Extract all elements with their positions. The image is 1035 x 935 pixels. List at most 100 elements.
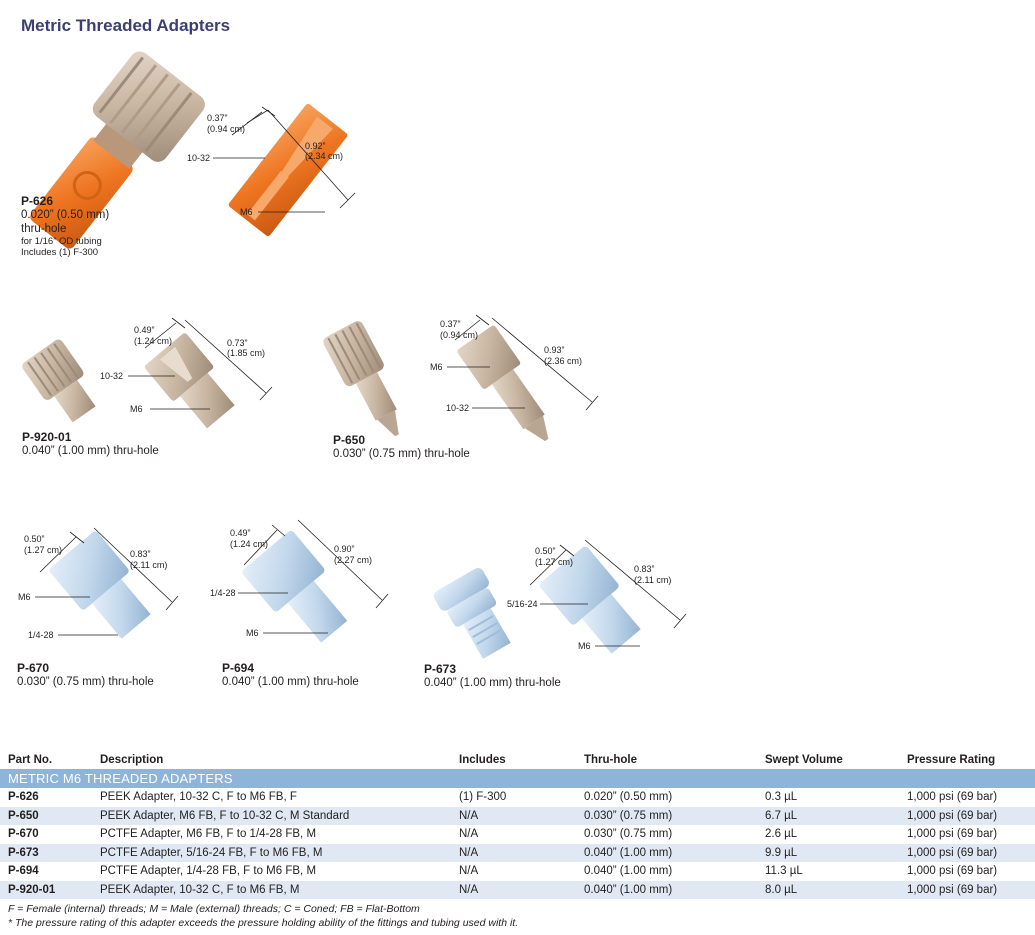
p92001-thread1: 10-32 bbox=[100, 371, 123, 381]
p626-dim1: 0.37” bbox=[207, 113, 228, 123]
p626-dim2: 0.92” bbox=[305, 141, 326, 151]
header-part-no: Part No. bbox=[8, 754, 53, 766]
p673-part-number: P-673 bbox=[424, 662, 457, 676]
p673-line: 0.040” (1.00 mm) thru-hole bbox=[424, 677, 561, 689]
cell-swept-volume: 11.3 µL bbox=[765, 865, 803, 877]
p626-photo bbox=[30, 51, 205, 249]
p626-thread1: 10-32 bbox=[187, 153, 210, 163]
p670-dim2-cm: (2.11 cm) bbox=[130, 560, 167, 570]
p670-dim1: 0.50” bbox=[24, 534, 45, 544]
cell-part: P-650 bbox=[8, 809, 39, 822]
table-row: P-670 PCTFE Adapter, M6 FB, F to 1/4-28 … bbox=[0, 825, 1035, 844]
p694-thread2: M6 bbox=[246, 628, 259, 638]
cell-swept-volume: 0.3 µL bbox=[765, 791, 798, 803]
cell-pressure: 1,000 psi (69 bar) bbox=[907, 809, 998, 822]
cell-part: P-920-01 bbox=[8, 883, 56, 896]
header-pressure-rating: Pressure Rating bbox=[907, 754, 996, 766]
p650-dims bbox=[447, 314, 599, 411]
p92001-dim2: 0.73” bbox=[227, 338, 248, 348]
cell-swept-volume: 8.0 µL bbox=[765, 883, 798, 896]
p673-thread1: 5/16-24 bbox=[507, 599, 538, 609]
p626-dims bbox=[213, 106, 356, 213]
table-row: P-694 PCTFE Adapter, 1/4-28 FB, F to M6 … bbox=[0, 862, 1035, 881]
cell-description: PEEK Adapter, 10-32 C, F to M6 FB, F bbox=[100, 791, 297, 803]
page-title: Metric Threaded Adapters bbox=[21, 16, 231, 35]
p626-dim2-cm: (2.34 cm) bbox=[305, 151, 343, 161]
cell-thru-hole: 0.040” (1.00 mm) bbox=[584, 865, 673, 877]
table-header-row: Part No. Description Includes Thru-hole … bbox=[0, 752, 1035, 769]
p673-photo bbox=[433, 568, 511, 659]
p673-caption: P-673 0.040” (1.00 mm) thru-hole bbox=[424, 662, 561, 690]
p694-cutaway bbox=[242, 530, 348, 643]
p92001-dim1: 0.49” bbox=[134, 325, 155, 335]
p650-thread2: 10-32 bbox=[446, 403, 469, 413]
cell-pressure: 1,000 psi (69 bar) bbox=[907, 846, 998, 859]
header-thru-hole: Thru-hole bbox=[584, 754, 638, 766]
cell-thru-hole: 0.030” (0.75 mm) bbox=[584, 828, 673, 840]
p650-dim2-cm: (2.36 cm) bbox=[544, 356, 582, 366]
p694-part-number: P-694 bbox=[222, 661, 255, 675]
p670-dim2: 0.83” bbox=[130, 549, 151, 559]
cell-includes: N/A bbox=[459, 846, 479, 859]
p673-dims bbox=[529, 539, 687, 647]
header-includes: Includes bbox=[459, 754, 506, 766]
cell-pressure: 1,000 psi (69 bar) bbox=[907, 865, 998, 877]
cell-thru-hole: 0.030” (0.75 mm) bbox=[584, 809, 673, 822]
cell-pressure: 1,000 psi (69 bar) bbox=[907, 883, 998, 896]
p673-dim2-cm: (2.11 cm) bbox=[634, 575, 671, 585]
p626-thread2: M6 bbox=[240, 207, 253, 217]
p673-dim1-cm: (1.27 cm) bbox=[535, 557, 573, 567]
table-row: P-920-01 PEEK Adapter, 10-32 C, F to M6 … bbox=[0, 880, 1035, 899]
p92001-line: 0.040” (1.00 mm) thru-hole bbox=[22, 445, 159, 457]
cell-part: P-673 bbox=[8, 846, 39, 859]
p92001-thread2: M6 bbox=[130, 404, 143, 414]
p650-dim1-cm: (0.94 cm) bbox=[440, 330, 478, 340]
cell-pressure: 1,000 psi (69 bar) bbox=[907, 828, 998, 840]
cell-description: PCTFE Adapter, M6 FB, F to 1/4-28 FB, M bbox=[100, 828, 317, 840]
p650-cutaway bbox=[457, 325, 549, 442]
p670-dim1-cm: (1.27 cm) bbox=[24, 545, 62, 555]
p626-line: thru-hole bbox=[21, 223, 67, 235]
p92001-dims bbox=[128, 317, 273, 410]
section-header: METRIC M6 THREADED ADAPTERS bbox=[0, 769, 1035, 788]
cell-includes: N/A bbox=[459, 809, 479, 822]
cell-swept-volume: 9.9 µL bbox=[765, 846, 798, 859]
cell-part: P-694 bbox=[8, 865, 39, 877]
cell-description: PEEK Adapter, M6 FB, F to 10-32 C, M Sta… bbox=[100, 809, 350, 822]
p92001-dim2-cm: (1.85 cm) bbox=[227, 348, 265, 358]
p670-caption: P-670 0.030” (0.75 mm) thru-hole bbox=[17, 661, 154, 689]
header-swept-volume: Swept Volume bbox=[765, 754, 843, 766]
cell-description: PCTFE Adapter, 1/4-28 FB, F to M6 FB, M bbox=[100, 865, 317, 877]
p673-thread2: M6 bbox=[578, 641, 591, 651]
p670-thread1: M6 bbox=[18, 592, 31, 602]
section-title: METRIC M6 THREADED ADAPTERS bbox=[8, 771, 233, 786]
p694-caption: P-694 0.040” (1.00 mm) thru-hole bbox=[222, 661, 359, 689]
p694-thread1: 1/4-28 bbox=[210, 588, 236, 598]
header-description: Description bbox=[100, 754, 164, 766]
p650-caption: P-650 0.030” (0.75 mm) thru-hole bbox=[333, 433, 470, 461]
p650-part-number: P-650 bbox=[333, 433, 366, 447]
adapter-table: Part No. Description Includes Thru-hole … bbox=[0, 752, 1035, 899]
p673-cutaway bbox=[539, 546, 641, 654]
cell-thru-hole: 0.020” (0.50 mm) bbox=[584, 791, 673, 803]
footnote-pressure: * The pressure rating of this adapter ex… bbox=[8, 917, 519, 929]
p694-dims bbox=[238, 519, 389, 634]
p92001-caption: P-920-01 0.040” (1.00 mm) thru-hole bbox=[22, 430, 159, 458]
cell-includes: N/A bbox=[459, 828, 479, 840]
p626-caption: P-626 0.020” (0.50 mm) thru-hole for 1/1… bbox=[21, 194, 109, 258]
p650-photo bbox=[323, 321, 399, 437]
table-row: P-650 PEEK Adapter, M6 FB, F to 10-32 C,… bbox=[0, 806, 1035, 825]
p626-note: Includes (1) F-300 bbox=[21, 247, 99, 258]
p626-note: for 1/16” OD tubing bbox=[21, 236, 102, 247]
p92001-part-number: P-920-01 bbox=[22, 430, 72, 444]
p694-dim2: 0.90” bbox=[334, 544, 355, 554]
cell-includes: (1) F-300 bbox=[459, 791, 507, 803]
cell-description: PEEK Adapter, 10-32 C, F to M6 FB, M bbox=[100, 883, 300, 896]
p650-thread1: M6 bbox=[430, 362, 443, 372]
table-row: P-673 PCTFE Adapter, 5/16-24 FB, F to M6… bbox=[0, 843, 1035, 862]
cell-thru-hole: 0.040” (1.00 mm) bbox=[584, 846, 673, 859]
p650-dim2: 0.93” bbox=[544, 345, 565, 355]
p626-cutaway bbox=[228, 103, 348, 237]
p650-line: 0.030” (0.75 mm) thru-hole bbox=[333, 448, 470, 460]
product-illustrations: 0.37” (0.94 cm) 0.92” (2.34 cm) 10-32 M6… bbox=[18, 51, 687, 659]
